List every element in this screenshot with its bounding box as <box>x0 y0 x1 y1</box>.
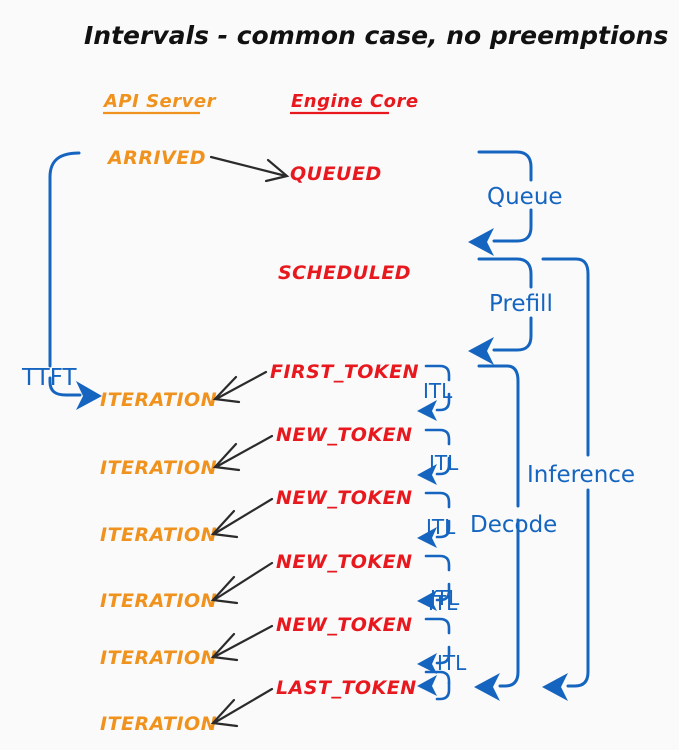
event-new-token-1: NEW_TOKEN <box>276 424 413 446</box>
metric-label-itl-2: ITL <box>429 451 459 475</box>
bracket-ttft: TTFT <box>21 151 102 410</box>
event-iteration-2: ITERATION <box>100 457 217 479</box>
event-iteration-6: ITERATION <box>100 713 217 735</box>
arrowhead-queue <box>468 228 494 256</box>
arrowhead-itl-2 <box>417 464 437 485</box>
bracket-prefill: Prefill <box>468 257 553 365</box>
event-new-token-2: NEW_TOKEN <box>276 487 413 509</box>
arrowhead-itl-4 <box>417 590 437 611</box>
bracket-itl-2: ITL <box>417 428 459 485</box>
column-header-api-server-label: API Server <box>102 91 217 112</box>
arrowhead-itl-5 <box>417 653 437 674</box>
metric-label-itl-3: ITL <box>426 515 456 539</box>
event-iteration-3: ITERATION <box>100 524 217 546</box>
metric-label-itl-4: ITL <box>430 586 460 610</box>
page-title: Intervals - common case, no preemptions <box>84 21 668 50</box>
arrow-new-token-to-iteration-3 <box>210 561 274 605</box>
bracket-inference: Inference <box>527 257 635 701</box>
column-header-engine-core-label: Engine Core <box>291 91 419 112</box>
arrowhead-itl-3 <box>417 527 437 548</box>
arrowhead-itl-6 <box>417 675 437 696</box>
metric-label-itl-5: ITL <box>428 591 458 615</box>
bracket-itl-4: ITL <box>417 554 460 611</box>
event-iteration-5: ITERATION <box>100 647 217 669</box>
arrow-first-token-to-iteration <box>212 370 268 404</box>
bracket-itl-5: ITL <box>417 591 458 674</box>
column-header-api-server: API Server <box>102 91 217 115</box>
arrow-arrived-to-queued <box>209 155 290 183</box>
bracket-queue: Queue <box>468 150 563 256</box>
arrow-last-token-to-iteration <box>210 687 274 728</box>
metric-label-queue: Queue <box>487 184 563 210</box>
arrowhead-decode <box>474 673 500 701</box>
metric-label-itl-6: ITL <box>437 651 467 675</box>
metric-label-decode: Decode <box>470 512 557 538</box>
column-header-engine-core: Engine Core <box>290 91 419 115</box>
arrowhead-itl-1 <box>417 400 437 421</box>
arrow-new-token-to-iteration-4 <box>210 624 274 662</box>
metric-label-prefill: Prefill <box>489 291 553 317</box>
event-queued: QUEUED <box>290 163 382 185</box>
arrowhead-inference <box>542 673 568 701</box>
arrowhead-prefill <box>468 337 494 365</box>
metric-label-inference: Inference <box>527 462 635 488</box>
bracket-itl-6: ITL <box>417 651 467 701</box>
event-new-token-3: NEW_TOKEN <box>276 551 413 573</box>
metric-label-itl-1: ITL <box>423 379 453 403</box>
bracket-itl-3: ITL <box>417 491 456 548</box>
arrow-new-token-to-iteration-2 <box>210 497 274 539</box>
arrowhead-ttft <box>76 381 102 410</box>
event-iteration-4: ITERATION <box>100 590 217 612</box>
event-last-token: LAST_TOKEN <box>276 677 417 699</box>
event-new-token-4: NEW_TOKEN <box>276 614 413 636</box>
bracket-itl-1: ITL <box>417 364 453 421</box>
metric-label-ttft: TTFT <box>21 365 78 391</box>
arrow-new-token-to-iteration-1 <box>212 434 274 472</box>
event-arrived: ARRIVED <box>106 147 206 169</box>
event-first-token: FIRST_TOKEN <box>270 361 419 383</box>
event-iteration-1: ITERATION <box>100 389 217 411</box>
event-scheduled: SCHEDULED <box>278 262 411 284</box>
bracket-decode: Decode <box>470 364 557 701</box>
